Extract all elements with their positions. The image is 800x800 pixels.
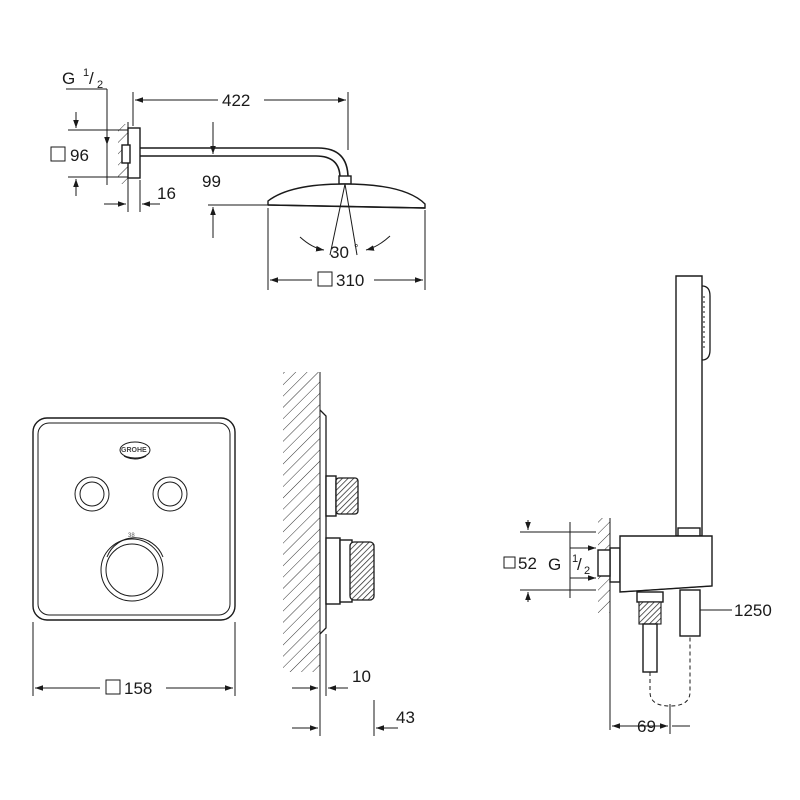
svg-text:2: 2 bbox=[584, 565, 590, 577]
head-size-label: 310 bbox=[336, 271, 364, 290]
svg-text:°: ° bbox=[354, 243, 358, 255]
outlet-button-1 bbox=[74, 476, 110, 512]
shower-head-view: 30 ° 422 G 1 / 2 96 16 99 bbox=[50, 67, 426, 290]
hand-shower bbox=[675, 275, 703, 537]
thermostat-knob bbox=[100, 538, 164, 602]
control-panel-front: GROHE 38 158 bbox=[32, 417, 236, 698]
arm-length-label: 422 bbox=[222, 91, 250, 110]
thread-label-top: G bbox=[62, 69, 75, 88]
svg-text:/: / bbox=[89, 69, 94, 88]
control-panel-side: 10 43 bbox=[283, 372, 415, 736]
temp-mark: 38 bbox=[128, 533, 135, 539]
rosette-size-label: 96 bbox=[70, 146, 89, 165]
wall-offset-label: 10 bbox=[352, 667, 371, 686]
outlet-depth-label: 69 bbox=[637, 717, 656, 736]
wall-outlet bbox=[619, 535, 713, 593]
side-knob-knurled bbox=[349, 541, 375, 601]
tilt-angle-label: 30 bbox=[330, 243, 349, 262]
svg-text:/: / bbox=[577, 555, 582, 574]
hose-length-label: 1250 bbox=[734, 601, 772, 620]
side-button-knurled bbox=[335, 477, 359, 515]
panel-size-label: 158 bbox=[124, 679, 152, 698]
outlet-size-label: 52 bbox=[518, 554, 537, 573]
shower-arm bbox=[140, 147, 349, 179]
rosette-depth-label: 16 bbox=[157, 184, 176, 203]
depth-label: 43 bbox=[396, 708, 415, 727]
wall-section bbox=[283, 372, 320, 672]
shower-head bbox=[267, 183, 426, 209]
svg-text:GROHE: GROHE bbox=[121, 447, 147, 454]
brand-logo: GROHE bbox=[119, 441, 151, 460]
svg-text:1: 1 bbox=[572, 553, 578, 565]
outlet-button-2 bbox=[152, 476, 188, 512]
square-symbol bbox=[50, 146, 66, 162]
thread-label-bottom: G bbox=[548, 555, 561, 574]
svg-text:2: 2 bbox=[97, 79, 103, 91]
head-drop-label: 99 bbox=[202, 172, 221, 191]
svg-text:1: 1 bbox=[83, 67, 89, 79]
hand-shower-view: 1250 52 G 1 / 2 69 bbox=[503, 275, 772, 736]
